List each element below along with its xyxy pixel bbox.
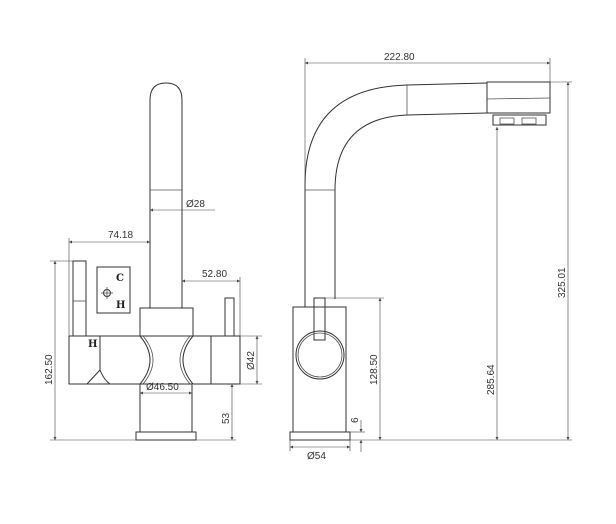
dim-left-reach: 74.18 (108, 230, 133, 241)
left-handle (68, 335, 140, 385)
label-cold: C (116, 273, 124, 284)
right-lever (224, 297, 235, 337)
dim-body-diameter: Ø46.50 (146, 382, 179, 393)
spout-arc (304, 82, 488, 307)
dim-handle-diameter: Ø42 (246, 351, 257, 370)
body-top (139, 307, 194, 337)
side-base-plate (289, 431, 351, 441)
aerator (492, 114, 547, 126)
right-handle (193, 335, 241, 385)
front-view: C H H Ø28 74.18 52.80 Ø42 162.50 Ø46.50 … (44, 82, 262, 441)
left-lever (72, 260, 87, 337)
dim-right-reach: 52.80 (202, 269, 227, 280)
dim-spout-diameter: Ø28 (186, 199, 205, 210)
dim-reach: 222.80 (384, 52, 415, 63)
spout-head (486, 81, 551, 114)
base-plate (135, 431, 197, 441)
side-lever (313, 297, 326, 341)
dim-total-height: 162.50 (44, 354, 55, 385)
spout (149, 82, 183, 308)
body-hourglass (139, 335, 194, 385)
label-hot: H (116, 300, 125, 311)
dim-body-height: 53 (221, 412, 232, 424)
side-handle (295, 330, 345, 380)
dim-outlet-height: 285.64 (486, 364, 497, 395)
dim-base-thickness: 6 (350, 417, 361, 423)
dim-body-height-side: 128.50 (369, 354, 380, 385)
dim-total-height-side: 325.01 (557, 267, 568, 298)
label-hot-handle: H (88, 339, 97, 350)
dim-base-diameter: Ø54 (307, 451, 326, 462)
indicator-plate (96, 266, 131, 314)
side-view: 222.80 325.01 285.64 128.50 6 Ø54 (289, 52, 572, 462)
